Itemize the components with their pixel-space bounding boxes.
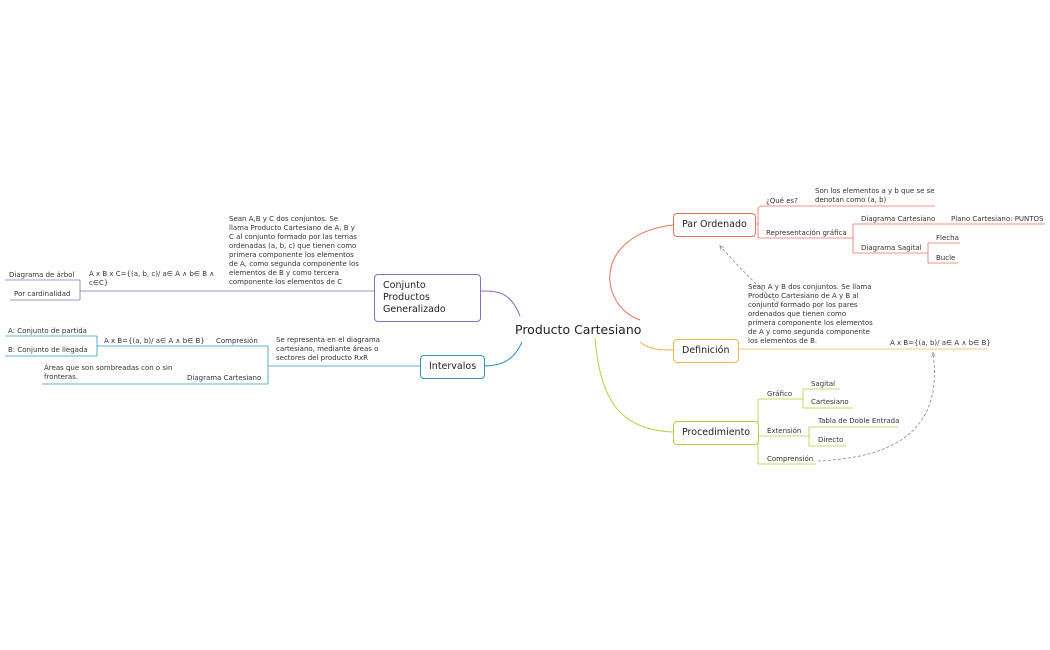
subtopic-conjunto-desc[interactable]: Sean A,B y C dos conjuntos. Se llama Pro… <box>229 215 359 286</box>
subtopic-tabla-doble[interactable]: Tabla de Doble Entrada <box>818 417 900 425</box>
edge-root-proc <box>594 337 674 433</box>
subtopic-compresion[interactable]: Compresión <box>216 337 258 345</box>
edge-formula-trunk2 <box>96 336 100 356</box>
edge-root-conj <box>479 290 521 317</box>
subtopic-intervalos-formula[interactable]: A x B={(a, b)/ a∈ A ∧ b∈ B} <box>104 337 205 345</box>
subtopic-diagrama-arbol[interactable]: Diagrama de árbol <box>9 271 75 279</box>
subtopic-flecha[interactable]: Flecha <box>936 234 959 242</box>
subtopic-diagrama-sagital[interactable]: Diagrama Sagital <box>861 244 922 252</box>
relationship-arrow-comp-formula <box>817 353 934 462</box>
subtopic-grafico[interactable]: Gráfico <box>767 390 793 398</box>
subtopic-directo[interactable]: Directo <box>818 436 844 444</box>
edge-par-que <box>757 205 801 209</box>
topic-intervalos[interactable]: Intervalos <box>420 355 486 379</box>
subtopic-por-cardinalidad[interactable]: Por cardinalidad <box>14 290 71 298</box>
relationship-arrow-def-par <box>720 246 784 307</box>
subtopic-comprension[interactable]: Comprensión <box>767 455 814 463</box>
topic-procedimiento[interactable]: Procedimiento <box>673 421 760 445</box>
subtopic-que-es[interactable]: ¿Qué es? <box>766 197 798 205</box>
edge-ext-trunk <box>808 427 810 446</box>
subtopic-definicion-desc[interactable]: Sean A y B dos conjuntos. Se llama Produ… <box>748 283 873 345</box>
subtopic-conjunto-partida[interactable]: A: Conjunto de partida <box>8 327 87 335</box>
topic-definicion[interactable]: Definición <box>673 339 739 363</box>
subtopic-diagrama-cartesiano[interactable]: Diagrama Cartesiano <box>861 215 936 223</box>
subtopic-plano-cartesiano[interactable]: Plano Cartesiano: PUNTOS <box>951 215 1044 223</box>
subtopic-conjunto-llegada[interactable]: B: Conjunto de llegada <box>8 346 88 354</box>
subtopic-diagrama-cartesiano-int[interactable]: Diagrama Cartesiano <box>187 374 262 382</box>
subtopic-que-es-desc[interactable]: Son los elementos a y b que se se denota… <box>815 187 935 204</box>
subtopic-intervalos-desc[interactable]: Se representa en el diagrama cartesiano,… <box>276 336 380 362</box>
edge-desc-trunk <box>267 346 273 384</box>
edge-root-inter <box>480 341 523 367</box>
subtopic-cartesiano[interactable]: Cartesiano <box>811 398 849 406</box>
topic-conjunto-productos[interactable]: Conjunto Productos Generalizado <box>374 274 481 322</box>
subtopic-definicion-formula[interactable]: A x B={(a, b)/ a∈ A ∧ b∈ B} <box>890 339 991 347</box>
subtopic-extension[interactable]: Extensión <box>767 427 802 435</box>
edge-sag-trunk <box>924 243 929 263</box>
edge-root-par <box>609 224 674 321</box>
root-topic[interactable]: Producto Cartesiano <box>515 322 642 337</box>
edge-rep-trunk <box>851 224 854 253</box>
topic-par-ordenado[interactable]: Par Ordenado <box>673 213 756 237</box>
subtopic-bucle[interactable]: Bucle <box>936 254 956 262</box>
edge-formula-trunk <box>79 280 86 300</box>
subtopic-representacion[interactable]: Representación gráfica <box>766 229 847 237</box>
subtopic-conjunto-formula[interactable]: A x B x C={(a, b, c)/ a∈ A ∧ b∈ B ∧ c∈C} <box>89 270 215 287</box>
edge-graf-trunk <box>800 389 804 408</box>
subtopic-areas-sombreadas[interactable]: Áreas que son sombreadas con o sin front… <box>44 364 173 381</box>
edge-root-def <box>639 341 674 351</box>
subtopic-sagital[interactable]: Sagital <box>811 380 836 388</box>
